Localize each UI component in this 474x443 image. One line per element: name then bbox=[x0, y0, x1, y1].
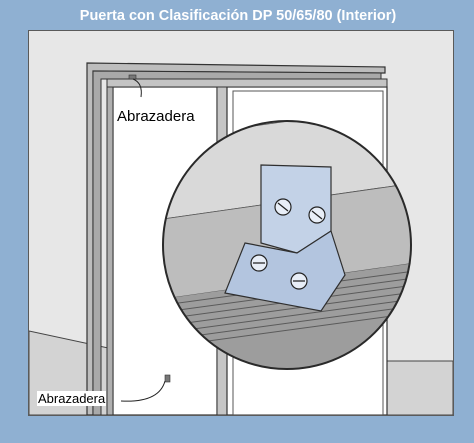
frame-jamb-inner bbox=[92, 70, 382, 415]
screw bbox=[250, 254, 268, 272]
door-illustration: Abrazadera Abrazadera bbox=[28, 30, 454, 416]
callout-clip-bottom: Abrazadera bbox=[37, 391, 107, 406]
screw bbox=[290, 272, 308, 290]
figure-title: Puerta con Clasificación DP 50/65/80 (In… bbox=[79, 8, 397, 24]
frame-head bbox=[106, 78, 388, 88]
leader-line-top bbox=[132, 78, 142, 98]
screw bbox=[274, 198, 292, 216]
detail-circle-outline bbox=[162, 120, 412, 370]
leaf-left-edge bbox=[106, 82, 114, 415]
clip-bottom-mark bbox=[164, 374, 171, 383]
callout-clip-top: Abrazadera bbox=[115, 107, 197, 126]
bracket-horizontal-plate bbox=[224, 230, 346, 312]
screw bbox=[308, 206, 326, 224]
door-drawing bbox=[29, 31, 453, 415]
leader-line-bottom bbox=[120, 380, 166, 402]
clip-top-mark bbox=[128, 74, 137, 80]
